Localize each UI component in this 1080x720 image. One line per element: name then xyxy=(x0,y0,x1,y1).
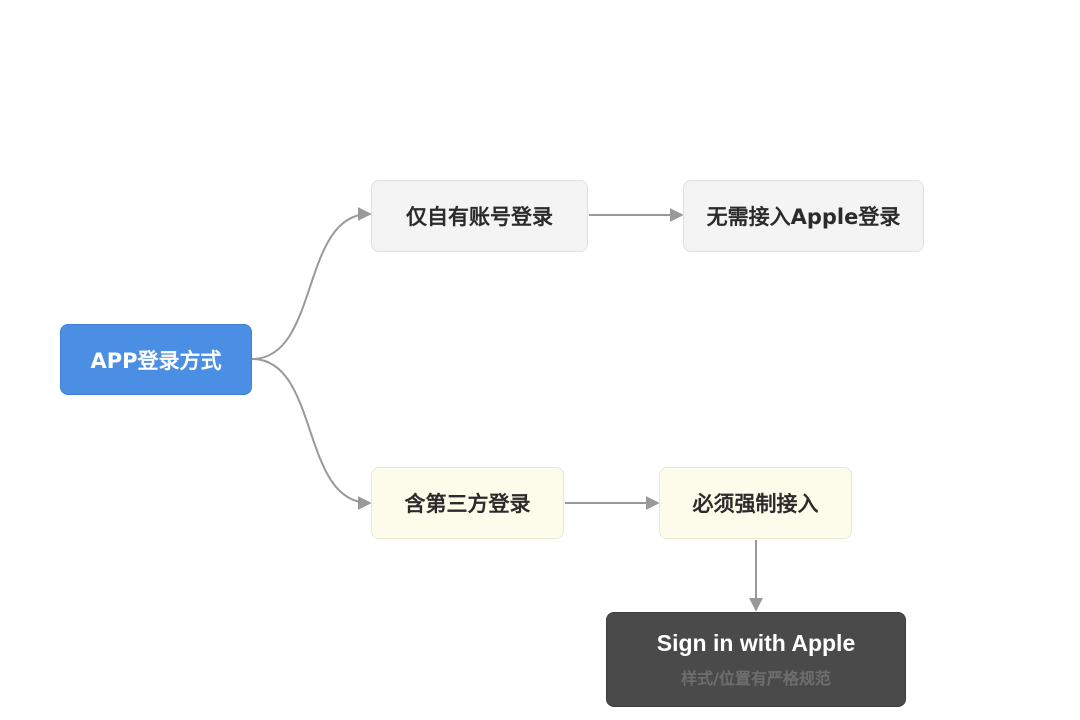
node-own-account-only[interactable]: 仅自有账号登录 xyxy=(371,180,588,252)
node-has-third-party[interactable]: 含第三方登录 xyxy=(371,467,564,539)
root-node-label: APP登录方式 xyxy=(90,348,222,373)
edge-root-to-third-party xyxy=(251,358,372,510)
node-own-account-only-label: 仅自有账号登录 xyxy=(406,205,553,229)
node-sign-in-with-apple-title: Sign in with Apple xyxy=(656,630,856,656)
node-no-apple-needed[interactable]: 无需接入Apple登录 xyxy=(683,180,924,252)
node-must-integrate-label: 必须强制接入 xyxy=(692,492,819,516)
node-has-third-party-label: 含第三方登录 xyxy=(404,492,531,516)
node-sign-in-with-apple-subtitle: 样式/位置有严格规范 xyxy=(681,669,831,688)
node-must-integrate[interactable]: 必须强制接入 xyxy=(659,467,852,539)
root-node-app-login-methods[interactable]: APP登录方式 xyxy=(60,324,252,395)
node-sign-in-with-apple[interactable]: Sign in with Apple 样式/位置有严格规范 xyxy=(606,612,906,707)
edge-root-to-own-account xyxy=(251,207,372,360)
node-no-apple-needed-label: 无需接入Apple登录 xyxy=(706,205,901,229)
